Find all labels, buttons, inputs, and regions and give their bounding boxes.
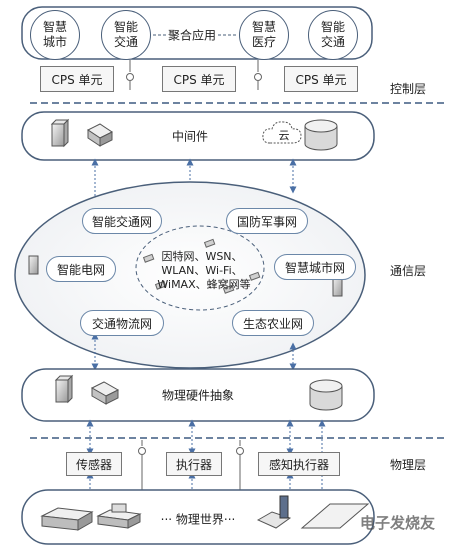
hw-device-block-icon [90, 381, 120, 405]
actuator-box: 执行器 [166, 452, 222, 476]
network-defense: 国防军事网 [226, 208, 308, 234]
network-smart-city: 智慧城市网 [274, 254, 356, 280]
core-networks-line-1: 因特网、WSN、 [161, 250, 243, 263]
app-circle-smart-city: 智慧 城市 [30, 10, 80, 60]
network-smart-grid: 智能电网 [46, 256, 116, 282]
grid-device-icon [28, 255, 39, 275]
device-block-icon [87, 123, 113, 147]
sense-actuator-box: 感知执行器 [258, 452, 340, 476]
hw-server-icon [54, 374, 74, 404]
app-circle-label: 智能 交通 [113, 20, 138, 49]
cps-unit-2: CPS 单元 [162, 66, 236, 92]
app-circle-label: 智能 交通 [320, 20, 345, 49]
physical-layer-label: 物理层 [390, 458, 427, 472]
control-layer-label: 控制层 [390, 82, 427, 96]
comm-layer-label: 通信层 [390, 264, 427, 278]
cps-unit-1: CPS 单元 [40, 66, 114, 92]
server-icon [50, 118, 70, 148]
cloud-label: 云 [278, 129, 290, 142]
world-terminal-icon [256, 495, 292, 529]
aggregated-apps-label: 聚合应用 [165, 26, 219, 44]
sensor-box: 传感器 [66, 452, 122, 476]
world-machine-icon-2 [96, 503, 142, 529]
cloud-icon [262, 121, 302, 144]
world-machine-icon-1 [40, 507, 94, 531]
network-smart-traffic: 智能交通网 [82, 208, 162, 234]
core-networks-line-2: WLAN、Wi-Fi、 [161, 264, 243, 277]
hardware-frame [21, 368, 375, 422]
core-networks-line-3: WiMAX、蜂窝网等 [157, 278, 251, 291]
network-node-icons [142, 238, 261, 294]
cps-connector-icon-1 [126, 60, 134, 90]
network-agriculture: 生态农业网 [232, 310, 314, 336]
physical-world-label: ··· 物理世界··· [160, 512, 236, 527]
world-panel-icon [300, 503, 370, 529]
hw-database-icon [309, 379, 343, 411]
watermark-logo: 电子发烧友 [360, 514, 436, 532]
hardware-abstraction-label: 物理硬件抽象 [161, 388, 235, 403]
middleware-label: 中间件 [171, 129, 209, 144]
app-circle-label: 智慧 医疗 [251, 20, 276, 49]
network-logistics: 交通物流网 [80, 310, 164, 336]
core-network-oval [135, 225, 265, 311]
app-circle-smart-traffic: 智能 交通 [101, 10, 151, 60]
app-circle-smart-traffic-2: 智能 交通 [308, 10, 358, 60]
app-circle-label: 智慧 城市 [42, 20, 67, 49]
physical-connector-icon-1 [138, 440, 146, 500]
cps-unit-3: CPS 单元 [284, 66, 358, 92]
cps-connector-icon-2 [254, 60, 262, 90]
database-icon [304, 119, 338, 151]
app-circle-smart-medical: 智慧 医疗 [239, 10, 289, 60]
